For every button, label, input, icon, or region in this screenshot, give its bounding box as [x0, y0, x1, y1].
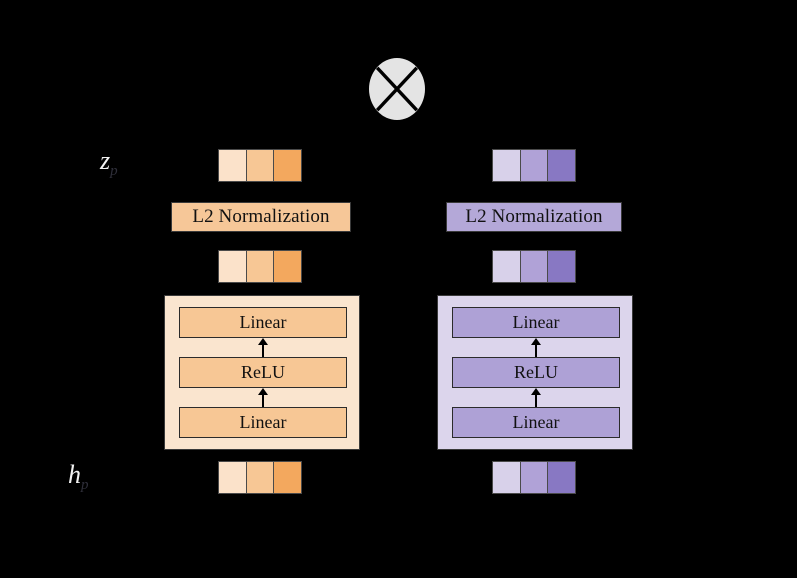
left-mid-to-norm-arrow — [261, 283, 263, 303]
left-input-label-base: h — [68, 460, 81, 489]
left-input-math-label: hp — [68, 462, 89, 493]
vector-cell — [519, 149, 549, 182]
right-relu-to-linear-arrow-head — [531, 338, 541, 345]
right-mid-to-norm-arrow — [534, 283, 536, 303]
right-linear-to-relu-arrow-line — [535, 395, 537, 408]
left-linear-top-block[interactable]: Linear — [179, 307, 347, 338]
cross-product-operator-icon — [369, 58, 425, 120]
vector-cell — [492, 250, 521, 283]
left-output-connector — [261, 120, 263, 150]
left-input-embedding-vector — [218, 461, 303, 494]
vector-cell — [547, 250, 577, 283]
left-output-embedding-vector — [218, 149, 303, 182]
vector-cell — [273, 149, 303, 182]
vector-cell — [492, 461, 521, 494]
left-l2-normalization-label: L2 Normalization — [192, 206, 330, 227]
vector-cell — [547, 149, 577, 182]
right-linear-top-label: Linear — [512, 312, 560, 332]
left-relu-to-linear-arrow-line — [262, 345, 264, 358]
vector-cell — [492, 149, 521, 182]
left-input-label-subscript: p — [81, 477, 89, 494]
right-relu-label: ReLU — [514, 362, 558, 382]
right-linear-bottom-label: Linear — [512, 412, 560, 432]
vector-cell — [547, 461, 577, 494]
vector-cell — [245, 461, 275, 494]
left-linear-top-label: Linear — [239, 312, 287, 332]
vector-cell — [218, 149, 247, 182]
right-mid-embedding-vector — [492, 250, 577, 283]
right-mlp-panel: Linear ReLU Linear — [437, 295, 633, 450]
left-linear-bottom-block[interactable]: Linear — [179, 407, 347, 438]
left-relu-label: ReLU — [241, 362, 285, 382]
right-relu-to-linear-arrow-line — [535, 345, 537, 358]
left-input-to-mlp-arrow — [261, 452, 263, 466]
right-norm-to-output-arrow — [534, 183, 536, 203]
right-relu-block[interactable]: ReLU — [452, 357, 620, 388]
left-output-label-base: z — [100, 146, 111, 175]
left-output-math-label: zp — [100, 148, 118, 179]
left-mid-embedding-vector — [218, 250, 303, 283]
right-input-to-mlp-arrow — [534, 452, 536, 466]
vector-cell — [273, 250, 303, 283]
right-linear-top-block[interactable]: Linear — [452, 307, 620, 338]
right-linear-bottom-block[interactable]: Linear — [452, 407, 620, 438]
vector-cell — [245, 250, 275, 283]
right-output-connector — [534, 120, 536, 150]
right-l2-normalization-label: L2 Normalization — [465, 206, 603, 227]
left-l2-normalization-block[interactable]: L2 Normalization — [171, 202, 351, 232]
left-linear-bottom-label: Linear — [239, 412, 287, 432]
vector-cell — [273, 461, 303, 494]
left-mlp-panel: Linear ReLU Linear — [164, 295, 360, 450]
left-linear-to-relu-arrow-head — [258, 388, 268, 395]
left-relu-to-linear-arrow-head — [258, 338, 268, 345]
left-norm-to-output-arrow — [261, 183, 263, 203]
left-relu-block[interactable]: ReLU — [179, 357, 347, 388]
right-l2-normalization-block[interactable]: L2 Normalization — [446, 202, 622, 232]
left-output-label-subscript: p — [110, 163, 118, 180]
vector-cell — [218, 250, 247, 283]
left-linear-to-relu-arrow-line — [262, 395, 264, 408]
vector-cell — [245, 149, 275, 182]
right-input-embedding-vector — [492, 461, 577, 494]
vector-cell — [519, 250, 549, 283]
right-linear-to-relu-arrow-head — [531, 388, 541, 395]
vector-cell — [519, 461, 549, 494]
right-output-embedding-vector — [492, 149, 577, 182]
vector-cell — [218, 461, 247, 494]
